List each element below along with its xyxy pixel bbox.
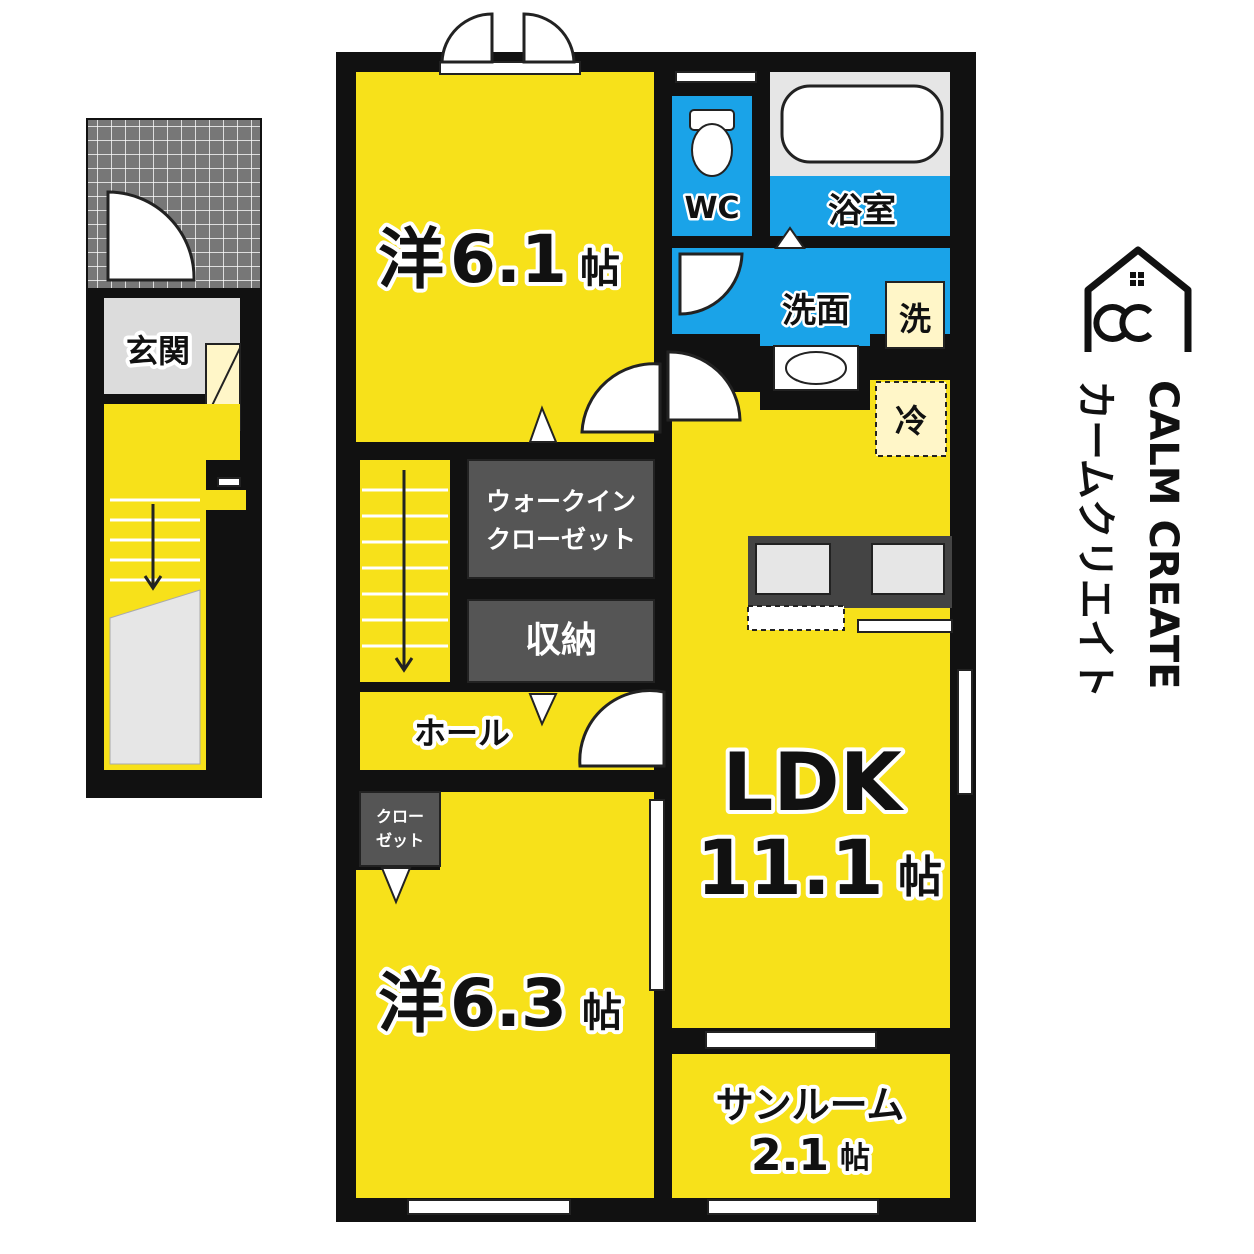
room-western-6-3 xyxy=(356,792,654,1198)
storage xyxy=(467,599,655,683)
label-walk-in-closet-1: ウォークイン xyxy=(486,487,636,516)
label-western-6-1: 洋 6.1 帖 xyxy=(374,217,624,302)
washroom-door-swing xyxy=(678,252,744,316)
svg-text:洋: 洋 xyxy=(378,221,444,298)
kitchen-counter xyxy=(747,536,953,633)
brand-logo: CALM CREATE カームクリエイト xyxy=(1072,246,1192,699)
svg-text:11.1: 11.1 xyxy=(696,823,884,912)
label-closet-1: クロー xyxy=(376,807,424,826)
label-sunroom: サンルーム 2.1 帖 xyxy=(712,1079,909,1185)
svg-text:2.1: 2.1 xyxy=(751,1130,829,1181)
western-top-door-swing xyxy=(580,362,662,434)
western-bottom-south-window xyxy=(407,1199,571,1215)
walk-in-closet xyxy=(467,459,655,579)
svg-text:6.1: 6.1 xyxy=(450,221,567,298)
label-storage: 収納 xyxy=(525,620,597,661)
entrance-stair-treads xyxy=(110,498,200,582)
balcony-doors xyxy=(439,12,581,75)
closet xyxy=(359,791,441,867)
brand-name-en: CALM CREATE xyxy=(1140,380,1186,689)
entrance-lower-landing xyxy=(109,589,201,765)
sunroom-south-window xyxy=(707,1199,879,1215)
ldk-door-swing xyxy=(666,350,742,422)
label-walk-in-closet-2: クローゼット xyxy=(486,525,636,554)
svg-text:サンルーム: サンルーム xyxy=(716,1083,905,1127)
label-ldk: LDK 11.1 帖 xyxy=(692,732,946,916)
label-wc: WC xyxy=(684,191,739,226)
brand-name-jp: カームクリエイト xyxy=(1072,380,1118,699)
label-closet-2: ゼット xyxy=(376,831,424,850)
room-sunroom xyxy=(672,1054,950,1198)
fridge-space xyxy=(875,381,947,457)
label-washroom: 洗面 xyxy=(782,291,850,331)
label-fridge: 冷 xyxy=(895,402,927,440)
ldk-east-window xyxy=(957,669,973,795)
small-window xyxy=(217,477,241,487)
bathtub-icon xyxy=(780,84,944,164)
label-hall: ホール xyxy=(414,714,510,752)
staircase-arrow xyxy=(394,470,414,673)
svg-text:6.3: 6.3 xyxy=(450,965,567,1042)
bath-door-marker xyxy=(774,226,806,249)
label-bath: 浴室 xyxy=(828,191,896,231)
room-bath xyxy=(770,176,950,236)
entrance-stair-arrow xyxy=(143,504,163,591)
wc-window xyxy=(675,71,757,83)
room-western-6-1 xyxy=(356,72,654,442)
svg-text:LDK: LDK xyxy=(722,736,904,829)
svg-text:帖: 帖 xyxy=(580,246,620,292)
room-washroom xyxy=(672,248,950,346)
svg-text:帖: 帖 xyxy=(898,852,942,903)
svg-text:帖: 帖 xyxy=(840,1141,870,1176)
toilet-icon xyxy=(689,109,735,177)
laundry-space xyxy=(885,281,945,349)
western-bottom-east-window xyxy=(649,799,665,991)
hall-door-swing xyxy=(578,689,666,768)
label-western-6-3: 洋 6.3 帖 xyxy=(374,961,626,1046)
label-laundry: 洗 xyxy=(899,300,931,338)
entrance-door-swing xyxy=(106,190,196,282)
room-ldk xyxy=(672,380,950,1028)
svg-text:洋: 洋 xyxy=(378,965,444,1042)
entrance-block: 玄関 xyxy=(86,118,262,798)
svg-text:帖: 帖 xyxy=(582,990,622,1036)
ldk-south-window xyxy=(705,1031,877,1049)
house-icon xyxy=(1084,246,1192,352)
entrance-label: 玄関 xyxy=(126,332,190,370)
